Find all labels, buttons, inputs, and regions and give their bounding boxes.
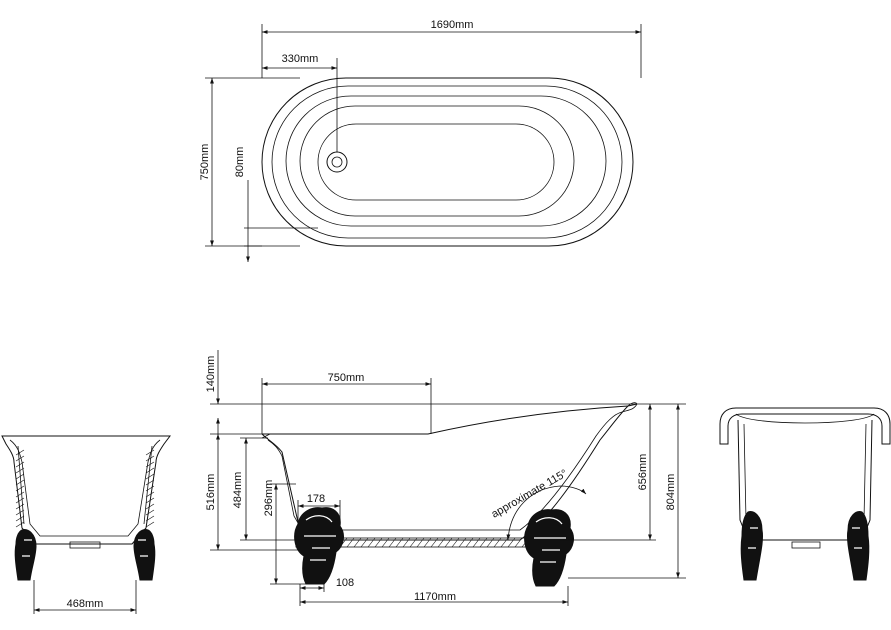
label-waste-dia: 80mm [234,147,246,178]
plan-rim-line-2 [271,85,623,239]
end-right-foot [133,529,156,581]
end-view-body [1,435,171,545]
end-view-left: 468mm [1,435,171,614]
plan-waste-outer [326,151,348,173]
end-view-right [719,407,891,581]
label-end-height: 516mm [205,474,217,511]
label-back-height: 656mm [637,454,649,491]
plan-view: 1690mm 330mm 750mm 80mm [199,19,642,262]
label-slope-length: 750mm [328,372,365,384]
right-claw-foot [524,509,574,587]
label-rim-height: 140mm [205,356,217,393]
label-foot-height: 296mm [263,480,275,517]
label-foot-offset: 108 [336,577,354,589]
label-foot-width: 178 [307,493,325,505]
angle-arc [506,485,587,541]
end-right-headrest [719,407,891,445]
plan-rim-line-3 [285,95,607,227]
end-right-foot-l [740,511,763,581]
end-left-foot [14,529,37,581]
label-feet-spacing: 1170mm [414,591,456,603]
label-overall-height: 804mm [665,474,677,511]
label-waste-offset: 330mm [282,53,319,65]
left-claw-foot [294,507,344,585]
label-plan-width: 750mm [199,144,211,181]
label-inner-height: 484mm [232,472,244,509]
plan-basin-floor [317,123,555,201]
label-plan-length: 1690mm [431,19,474,31]
label-end-width: 468mm [67,598,104,610]
plan-outer-rim [261,77,634,247]
end-right-body [737,419,873,541]
plan-waste-inner [331,156,343,168]
side-elevation: approximate 115° 750mm 140mm 516mm 484mm… [205,350,686,606]
end-right-foot-r [847,511,870,581]
plan-inner-basin [299,105,575,217]
side-rim-line [262,405,629,435]
